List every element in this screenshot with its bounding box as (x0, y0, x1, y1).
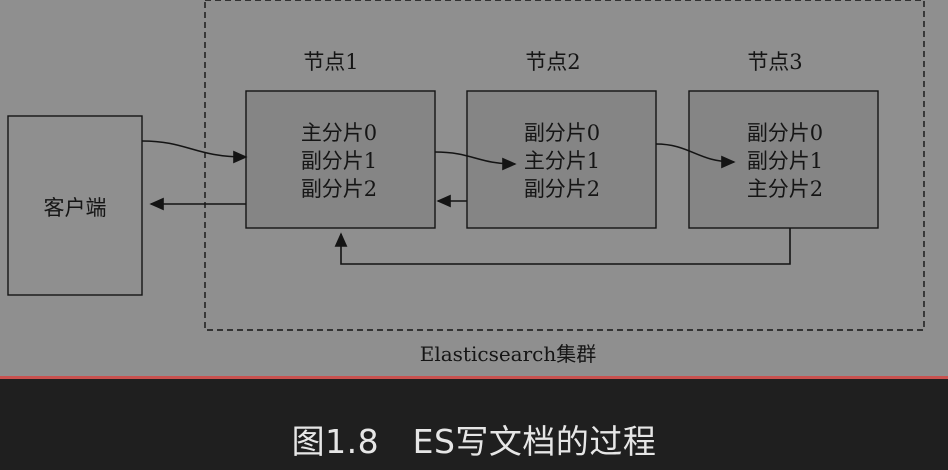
node-3-to-node-1-return-arrow (334, 228, 791, 265)
node-3-shard-1: 副分片1 (747, 149, 823, 173)
client-box (7, 115, 143, 296)
figure-caption: 图1.8 ES写文档的过程 (291, 422, 657, 461)
client-to-node-1-arrow (141, 140, 248, 164)
node-1-title: 节点1 (303, 50, 358, 74)
node-2-title: 节点2 (525, 50, 580, 74)
elasticsearch-cluster-boundary (204, 0, 925, 331)
node-1-to-node-2-arrow (434, 151, 517, 171)
node-2-shard-0: 副分片0 (524, 121, 600, 145)
node-2-to-node-3-arrow (655, 143, 736, 169)
node-2-shard-2: 副分片2 (524, 177, 600, 201)
node-3-title: 节点3 (747, 50, 802, 74)
node-3-box (688, 90, 879, 229)
client-label: 客户端 (44, 196, 107, 220)
node-2-box (466, 90, 657, 229)
cluster-label: Elasticsearch集群 (420, 342, 596, 366)
node-3-shard-2: 主分片2 (747, 177, 823, 201)
node-1-shard-0: 主分片0 (301, 121, 377, 145)
node-2-shard-1: 主分片1 (524, 149, 600, 173)
diagram-panel: 客户端 节点1 节点2 节点3 主分片0 副分片1 副分片2 副分片0 主分片1… (0, 0, 948, 379)
es-write-diagram: 客户端 节点1 节点2 节点3 主分片0 副分片1 副分片2 副分片0 主分片1… (7, 0, 925, 366)
node-3-shard-0: 副分片0 (747, 121, 823, 145)
node-1-shard-2: 副分片2 (301, 177, 377, 201)
node-1-shard-1: 副分片1 (301, 149, 377, 173)
